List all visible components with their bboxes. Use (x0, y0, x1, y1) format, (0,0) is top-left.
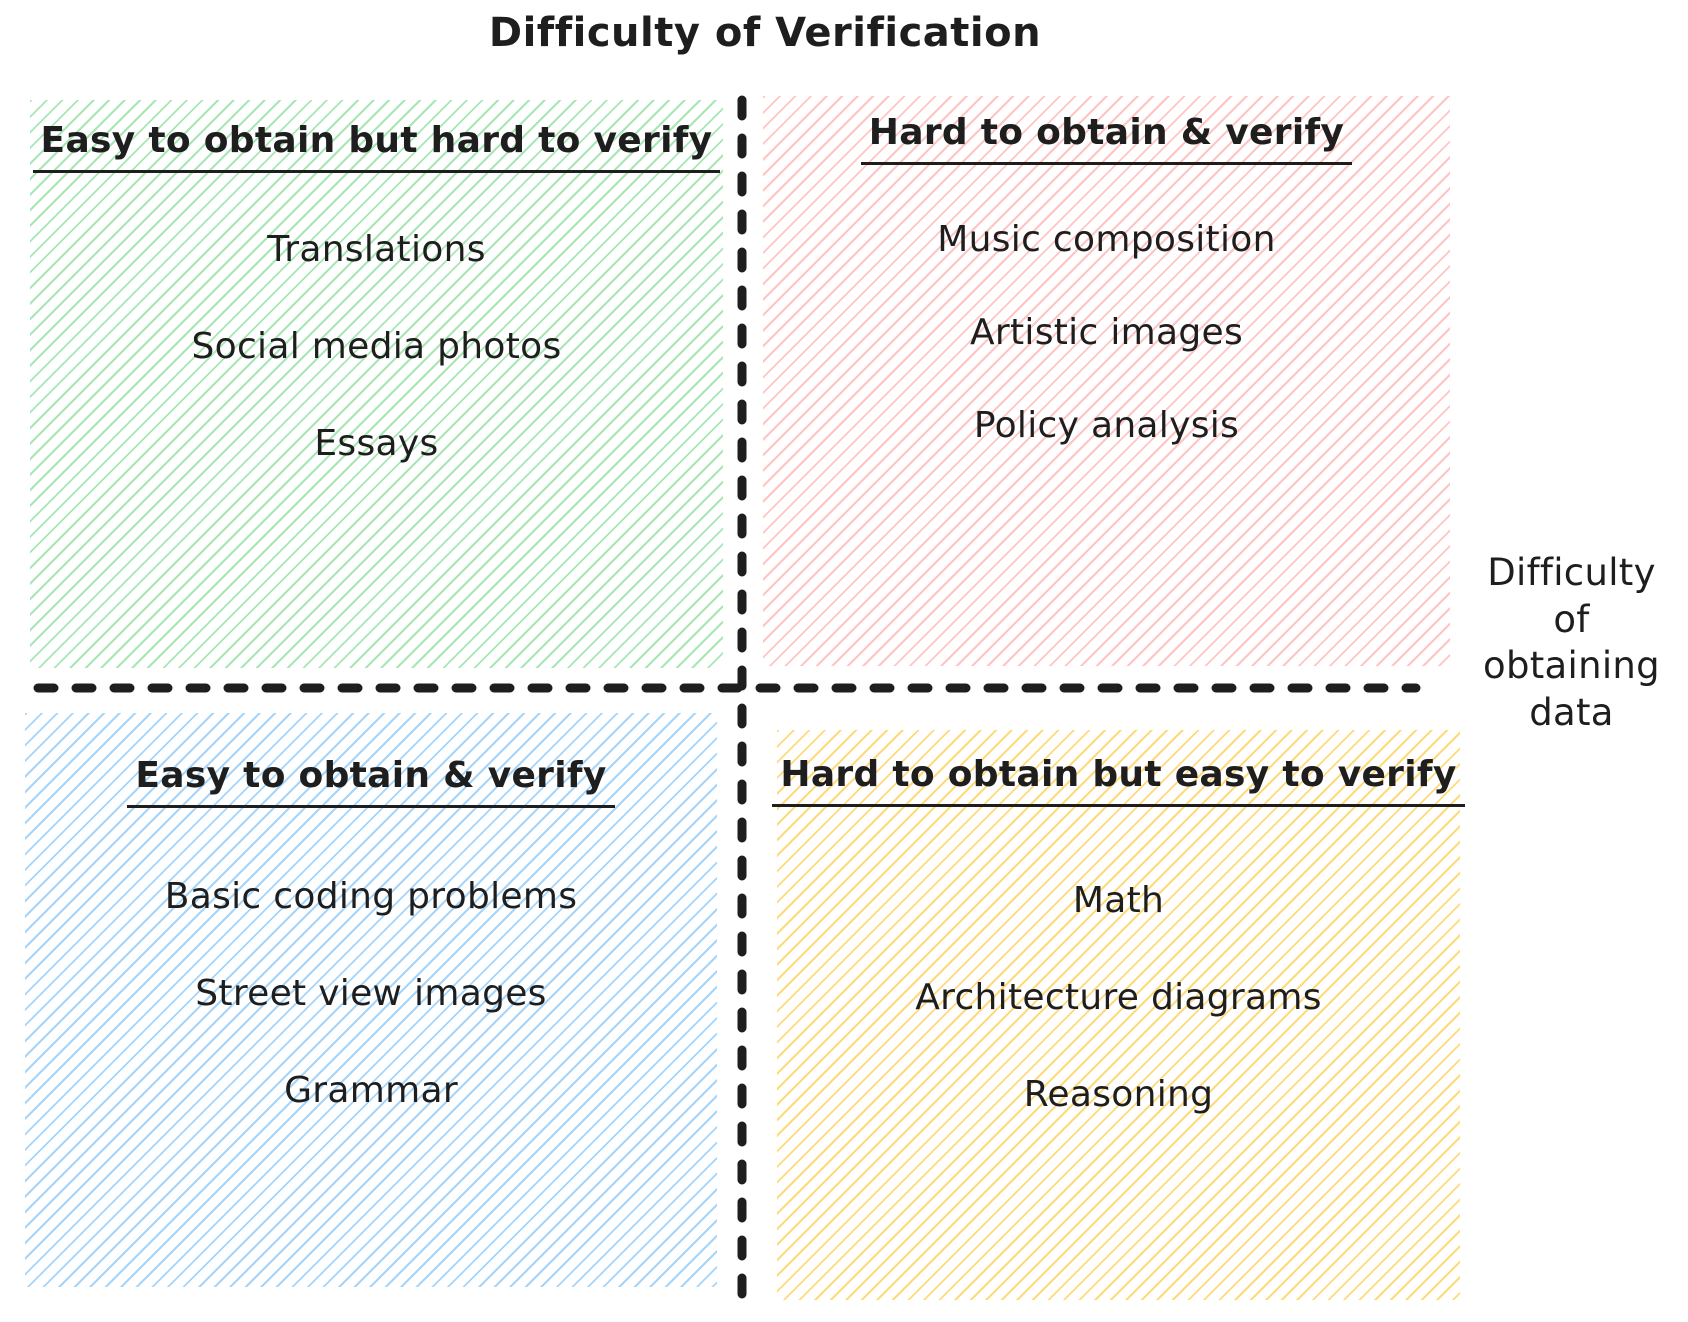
quadrant-item: Math (1072, 880, 1165, 921)
y-axis-title-line: of (1553, 597, 1590, 641)
y-axis-title-line: data (1529, 690, 1614, 734)
quadrant-heading: Hard to obtain but easy to verify (772, 754, 1465, 807)
quadrant-item: Social media photos (191, 326, 562, 367)
quadrant-item-list: Basic coding problems Street view images… (165, 876, 578, 1111)
quadrant-item: Translations (267, 229, 486, 270)
quadrant-item: Music composition (937, 219, 1276, 260)
quadrant-easy-obtain-hard-verify: Easy to obtain but hard to verify Transl… (30, 100, 723, 668)
quadrant-item: Street view images (195, 973, 547, 1014)
quadrant-item-list: Music composition Artistic images Policy… (937, 219, 1275, 446)
quadrant-item: Policy analysis (973, 405, 1240, 446)
y-axis-title-line: obtaining (1483, 644, 1660, 688)
y-axis-title: Difficulty of obtaining data (1455, 550, 1688, 736)
y-axis-title-line: Difficulty (1487, 551, 1656, 594)
quadrant-item: Essays (314, 423, 439, 464)
quadrant-hard-obtain-easy-verify: Hard to obtain but easy to verify Math A… (772, 730, 1465, 1300)
quadrant-heading: Easy to obtain & verify (127, 755, 615, 808)
quadrant-item: Basic coding problems (164, 876, 578, 917)
quadrant-item-list: Translations Social media photos Essays (191, 229, 561, 464)
quadrant-item: Architecture diagrams (915, 977, 1322, 1018)
quadrant-heading: Hard to obtain & verify (860, 112, 1353, 165)
quadrant-hard-obtain-hard-verify: Hard to obtain & verify Music compositio… (763, 96, 1450, 666)
quadrant-item: Artistic images (969, 312, 1244, 353)
quadrant-item: Reasoning (1023, 1074, 1214, 1115)
quadrant-item: Grammar (284, 1070, 458, 1111)
quadrant-item-list: Math Architecture diagrams Reasoning (915, 880, 1322, 1115)
x-axis-title: Difficulty of Verification (488, 10, 1042, 56)
quadrant-heading: Easy to obtain but hard to verify (32, 120, 721, 173)
quadrant-easy-obtain-easy-verify: Easy to obtain & verify Basic coding pro… (25, 713, 717, 1287)
